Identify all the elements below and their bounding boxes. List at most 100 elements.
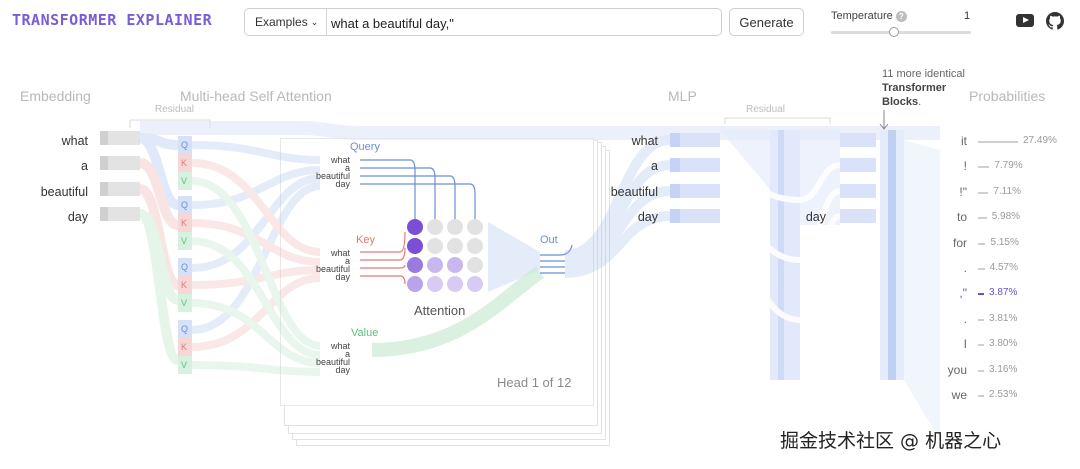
probabilities-title: Probabilities [969, 88, 1046, 104]
temperature-label: Temperature? [831, 10, 907, 22]
more-blocks-line2: Transformer [882, 82, 947, 94]
prob-value: 4.57% [989, 262, 1018, 273]
prob-token[interactable]: ! [963, 159, 967, 174]
prob-bar [978, 166, 990, 169]
slider-thumb[interactable] [889, 27, 899, 37]
value-token: what [330, 341, 350, 351]
query-title: Query [350, 141, 380, 153]
generate-button[interactable]: Generate [729, 8, 804, 36]
app-logo: TRANSFORMER EXPLAINER [12, 11, 213, 29]
prob-value: 3.87% [989, 287, 1018, 299]
mlp-output-token: day [805, 210, 826, 224]
prob-bar [978, 268, 985, 270]
prob-token[interactable]: to [956, 210, 967, 225]
prob-token[interactable]: for [952, 235, 967, 250]
prob-value: 3.81% [989, 312, 1018, 324]
query-token: what [330, 155, 350, 165]
prob-value: 5.98% [991, 211, 1021, 223]
prob-value: 5.15% [990, 236, 1019, 248]
mlp-token[interactable]: what [631, 134, 658, 148]
prob-token[interactable]: !" [959, 184, 967, 199]
github-icon[interactable] [1046, 12, 1064, 30]
examples-dropdown[interactable]: Examples⌄ [245, 9, 327, 35]
prob-token[interactable]: ," [959, 286, 967, 301]
query-token: a [344, 163, 350, 173]
value-token: a [344, 349, 350, 359]
prob-bar [978, 369, 984, 372]
temperature-value: 1 [964, 10, 971, 22]
attention-matrix-label: Attention [414, 303, 466, 318]
prob-token[interactable]: I [963, 337, 967, 352]
prob-value: 3.80% [989, 338, 1018, 350]
more-blocks-note: 11 more identical Transformer Blocks. [882, 68, 965, 108]
help-icon[interactable]: ? [895, 11, 907, 22]
svg-text:K: K [181, 280, 187, 290]
svg-text:V: V [181, 298, 187, 308]
youtube-icon[interactable] [1016, 14, 1034, 27]
query-token: day [335, 179, 350, 189]
prob-token[interactable]: we [951, 388, 967, 402]
svg-text:Q: Q [181, 262, 188, 272]
temperature-slider[interactable] [831, 27, 971, 37]
input-token[interactable]: day [67, 210, 88, 224]
svg-text:Q: Q [181, 200, 188, 210]
prob-bar [978, 217, 987, 220]
mlp-token[interactable]: beautiful [610, 185, 658, 199]
prob-bar [978, 344, 984, 347]
watermark: 掘金技术社区 @ 机器之心 [780, 430, 1002, 452]
value-token: day [335, 365, 350, 375]
chevron-down-icon: ⌄ [310, 17, 319, 27]
key-token: what [330, 248, 350, 258]
key-token: beautiful [315, 264, 350, 274]
prob-token[interactable]: . [963, 261, 967, 275]
more-blocks-line1: 11 more identical [882, 68, 965, 80]
mlp-token[interactable]: day [637, 210, 658, 224]
prob-bar [978, 293, 984, 296]
prob-bar [978, 318, 984, 321]
input-token[interactable]: what [61, 134, 88, 148]
svg-text:V: V [181, 236, 187, 246]
svg-text:K: K [181, 218, 187, 228]
svg-text:Q: Q [181, 140, 188, 150]
value-token: beautiful [315, 357, 350, 367]
svg-text:V: V [181, 360, 187, 370]
prob-bar [978, 191, 989, 194]
prob-value: 27.49% [1023, 135, 1057, 146]
prompt-input[interactable] [329, 11, 713, 35]
embedding-title: Embedding [20, 88, 91, 104]
prob-bar [978, 395, 984, 397]
more-blocks-line3: Blocks [882, 96, 919, 108]
svg-text:Q: Q [181, 324, 188, 334]
svg-text:K: K [181, 342, 187, 352]
key-title: Key [356, 234, 375, 246]
prob-token[interactable]: it [961, 134, 967, 148]
residual-label: Residual [746, 104, 785, 115]
key-token: day [335, 272, 350, 282]
svg-text:V: V [181, 176, 187, 186]
prob-bar [978, 242, 986, 245]
prompt-bar: Examples⌄ [244, 8, 722, 36]
prob-value: 7.11% [993, 185, 1021, 197]
prob-value: 7.79% [994, 160, 1023, 172]
prob-token[interactable]: . [963, 311, 967, 326]
input-token[interactable]: beautiful [40, 185, 88, 199]
input-token[interactable]: a [81, 159, 88, 173]
key-token: a [344, 256, 350, 266]
attention-title: Multi-head Self Attention [180, 88, 332, 104]
svg-text:K: K [181, 158, 187, 168]
prob-value: 3.16% [989, 363, 1018, 375]
prob-value: 2.53% [989, 389, 1018, 400]
examples-label: Examples [255, 15, 308, 29]
prob-token[interactable]: you [947, 362, 967, 377]
temperature-label-text: Temperature [831, 10, 893, 22]
query-token: beautiful [315, 171, 350, 181]
prob-bar [978, 141, 1018, 143]
head-indicator[interactable]: Head 1 of 12 [497, 375, 572, 390]
mlp-token[interactable]: a [651, 159, 658, 173]
out-label: Out [540, 234, 558, 246]
value-title: Value [351, 327, 379, 339]
residual-label: Residual [155, 104, 194, 115]
mlp-title: MLP [668, 88, 697, 104]
app-header: TRANSFORMER EXPLAINER Examples⌄ Generate… [0, 0, 1080, 46]
